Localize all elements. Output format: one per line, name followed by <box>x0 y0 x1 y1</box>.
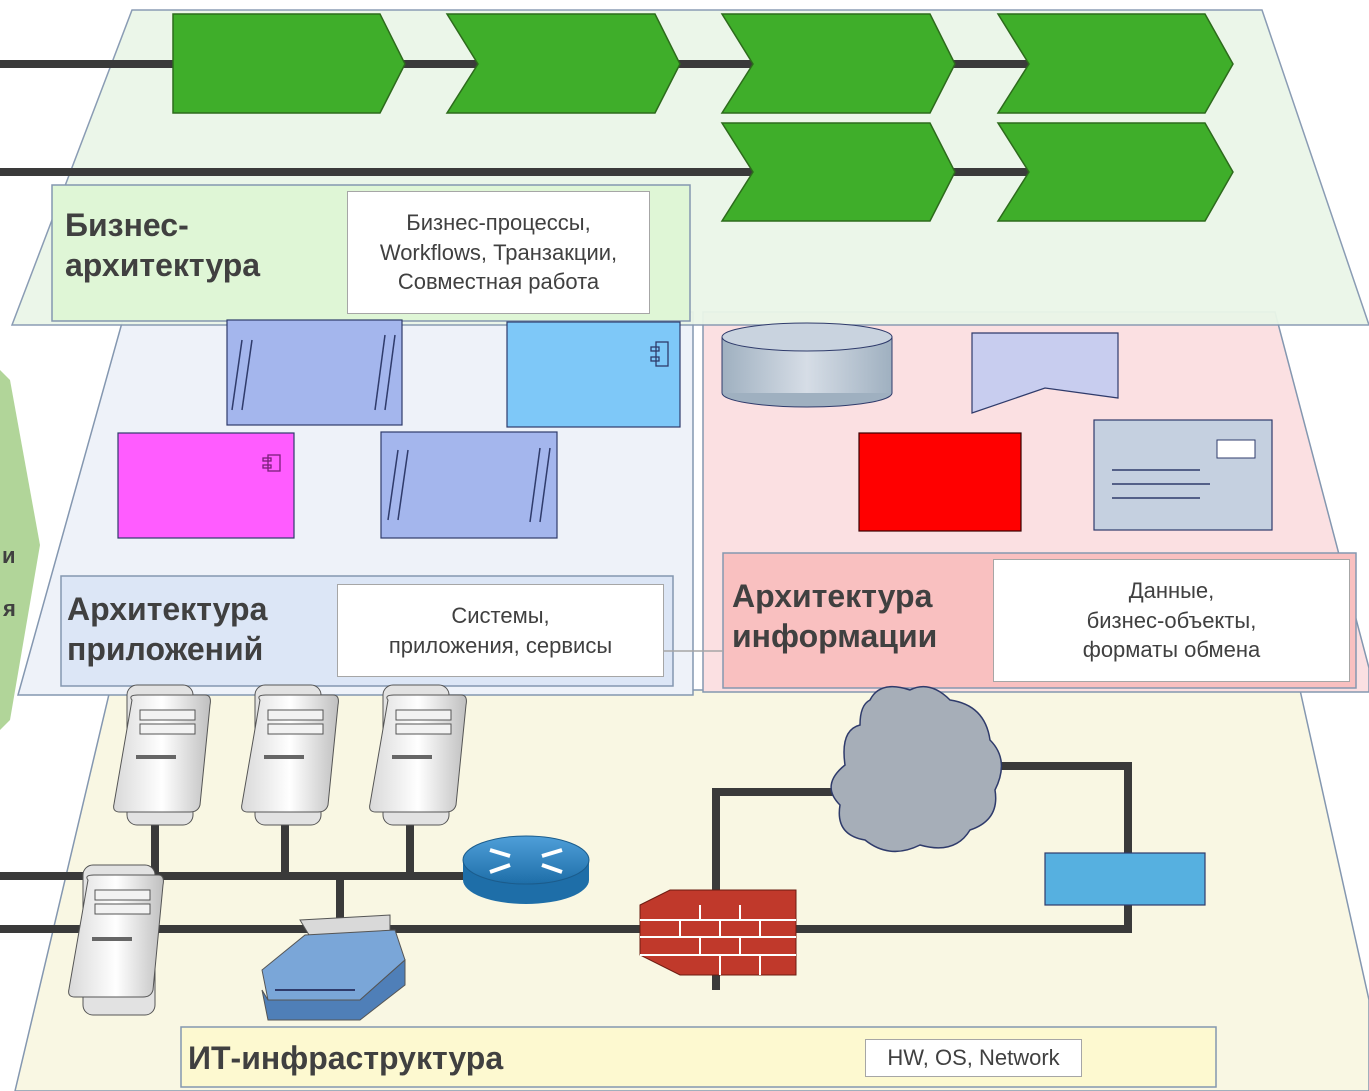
business-layer-title: Бизнес- архитектура <box>65 207 261 283</box>
process-chevron <box>996 13 1234 114</box>
side-arrow-fragment: и <box>2 543 16 568</box>
app-component-1 <box>226 319 403 426</box>
process-chevron <box>445 13 681 114</box>
app-component-4 <box>380 431 558 539</box>
app-component-2 <box>506 321 681 428</box>
firewall-icon <box>639 889 797 976</box>
document-icon <box>971 332 1119 414</box>
message-icon <box>1093 419 1273 531</box>
infrastructure-layer-description: HW, OS, Network <box>865 1039 1082 1077</box>
applications-layer-description: Системы, приложения, сервисы <box>337 584 664 677</box>
server-icon <box>113 684 211 826</box>
router-icon <box>462 835 590 904</box>
app-component-3 <box>117 432 295 539</box>
server-icon <box>68 864 164 1016</box>
side-arrow-fragment: я <box>3 596 16 621</box>
applications-layer-title: Архитектура приложений <box>67 591 268 667</box>
business-layer-description: Бизнес-процессы, Workflows, Транзакции, … <box>347 191 650 314</box>
component-icon <box>262 454 281 472</box>
infrastructure-layer-title: ИТ-инфраструктура <box>188 1040 504 1076</box>
information-layer-description: Данные, бизнес-объекты, форматы обмена <box>993 559 1350 682</box>
scanner-icon <box>261 914 406 1021</box>
data-object-red <box>858 432 1022 532</box>
database-icon <box>721 322 893 408</box>
server-icon <box>369 684 467 826</box>
network-device <box>1044 852 1206 906</box>
cloud-icon <box>830 685 1003 853</box>
side-arrow <box>0 370 40 730</box>
process-chevron <box>720 13 956 114</box>
information-layer-title: Архитектура информации <box>732 578 938 654</box>
process-chevron <box>996 122 1234 222</box>
server-icon <box>241 684 339 826</box>
component-icon <box>650 341 669 367</box>
process-chevron <box>172 13 406 114</box>
process-chevron <box>720 122 956 222</box>
